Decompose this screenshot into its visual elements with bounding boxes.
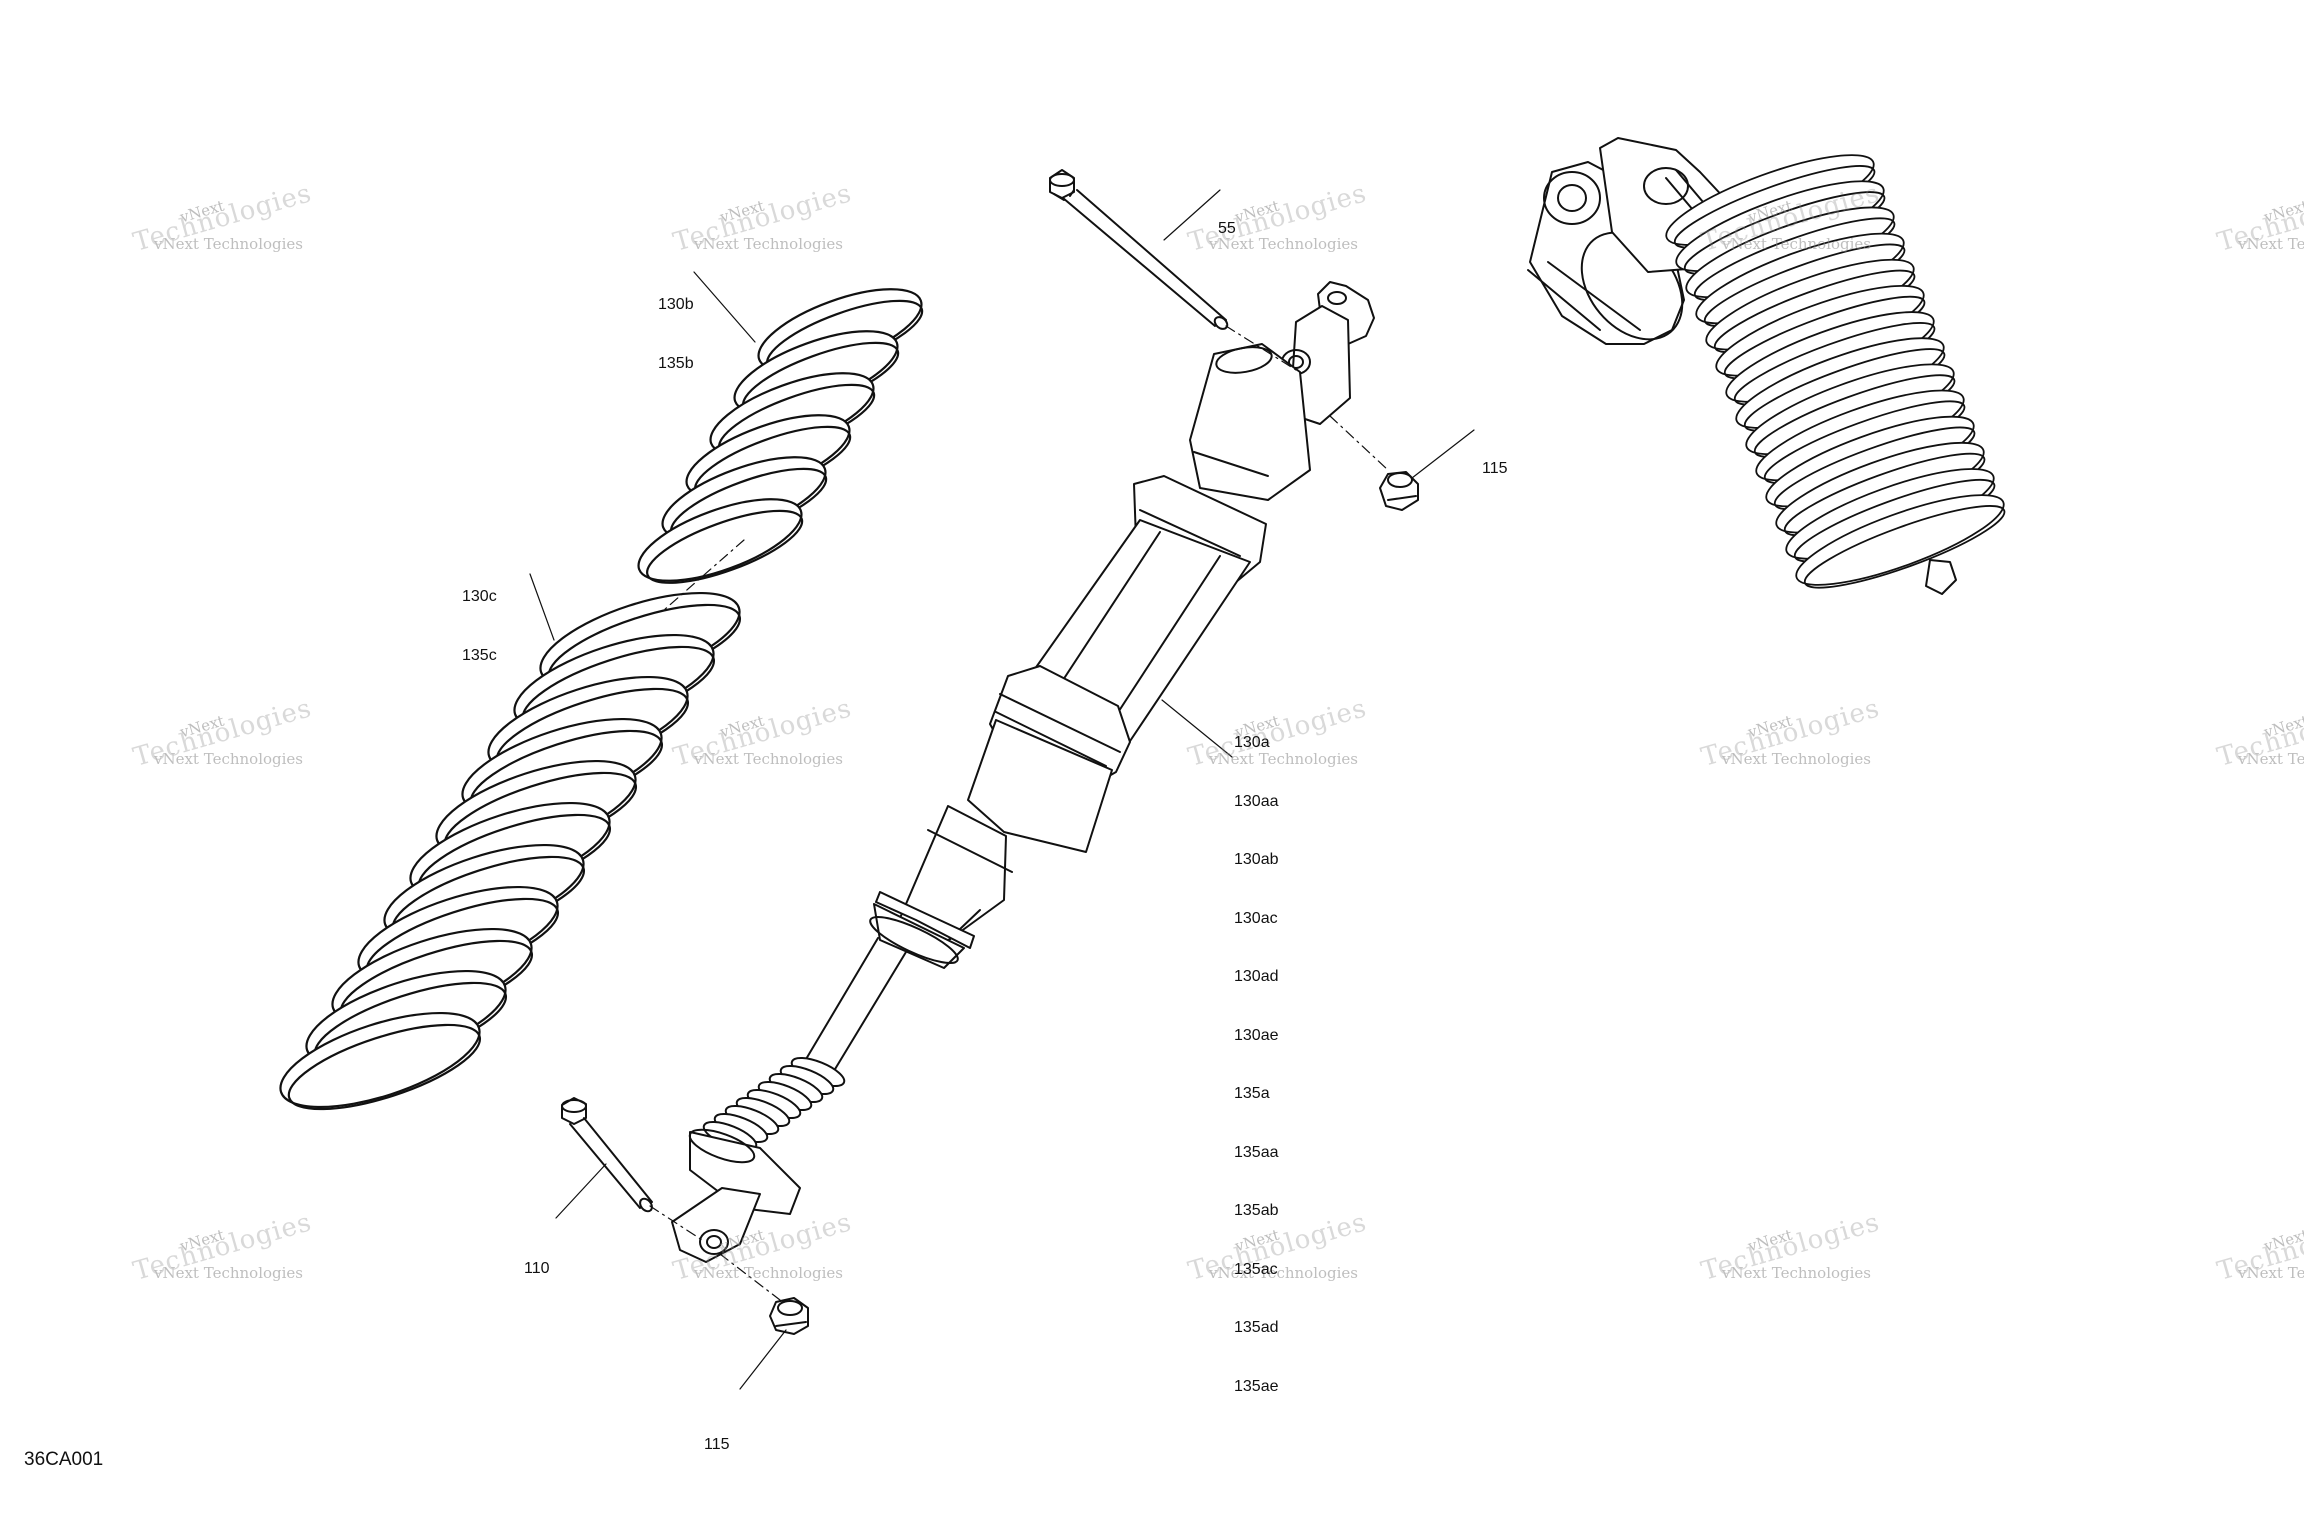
callout-text: 135ab xyxy=(1234,1202,1279,1219)
callout-55: 55 xyxy=(1218,180,1236,258)
callout-130b: 130b 135b xyxy=(658,256,694,393)
callout-text: 135b xyxy=(658,354,694,372)
leader-lines xyxy=(529,189,1475,1390)
spring-coil xyxy=(279,1011,481,1109)
callout-text: 135a xyxy=(1234,1085,1270,1102)
spring-coil xyxy=(1795,494,2005,586)
callout-text: 135ac xyxy=(1234,1260,1278,1278)
nut-115-bottom xyxy=(769,1297,809,1335)
figure-code: 36CA001 xyxy=(24,1449,104,1470)
callout-text: 135ae xyxy=(1234,1377,1279,1395)
callout-text: 55 xyxy=(1218,220,1236,237)
callout-text: 135ad xyxy=(1234,1319,1279,1336)
callout-130a-group: 130a 130aa 130ab 130ac 130ad 130ae 135a … xyxy=(1234,694,1279,1416)
callout-text: 130c xyxy=(462,588,497,605)
callout-text: 130a xyxy=(1234,734,1270,751)
callout-110: 110 xyxy=(524,1220,550,1298)
spring-lower xyxy=(279,591,742,1111)
callout-130c: 130c 135c xyxy=(462,548,497,685)
spring-coil xyxy=(1803,505,2006,589)
callout-text: 115 xyxy=(1482,460,1508,477)
callout-text: 130ab xyxy=(1234,851,1279,868)
spring-coil xyxy=(287,1023,482,1111)
callout-text: 130ae xyxy=(1234,1026,1279,1044)
callout-text: 135c xyxy=(462,646,497,664)
bolt-110 xyxy=(561,1097,653,1213)
shock-absorber-main xyxy=(671,281,1375,1263)
callout-115-top: 115 xyxy=(1482,420,1508,498)
spring-upper xyxy=(637,288,924,584)
callout-text: 115 xyxy=(704,1436,730,1453)
spring-coil xyxy=(646,509,804,584)
callout-text: 110 xyxy=(524,1260,550,1277)
callout-text: 130b xyxy=(658,296,694,313)
spring-coil xyxy=(637,498,803,582)
nut-115-top xyxy=(1379,471,1419,511)
callout-text: 130aa xyxy=(1234,792,1279,810)
callout-text: 130ac xyxy=(1234,909,1278,927)
callout-115-bottom: 115 xyxy=(704,1396,730,1474)
callout-text: 130ad xyxy=(1234,968,1279,985)
shock-assembled xyxy=(1527,137,2006,595)
center-lines xyxy=(649,325,1389,1301)
bolt-55 xyxy=(1049,169,1229,330)
callout-text: 135aa xyxy=(1234,1143,1279,1161)
